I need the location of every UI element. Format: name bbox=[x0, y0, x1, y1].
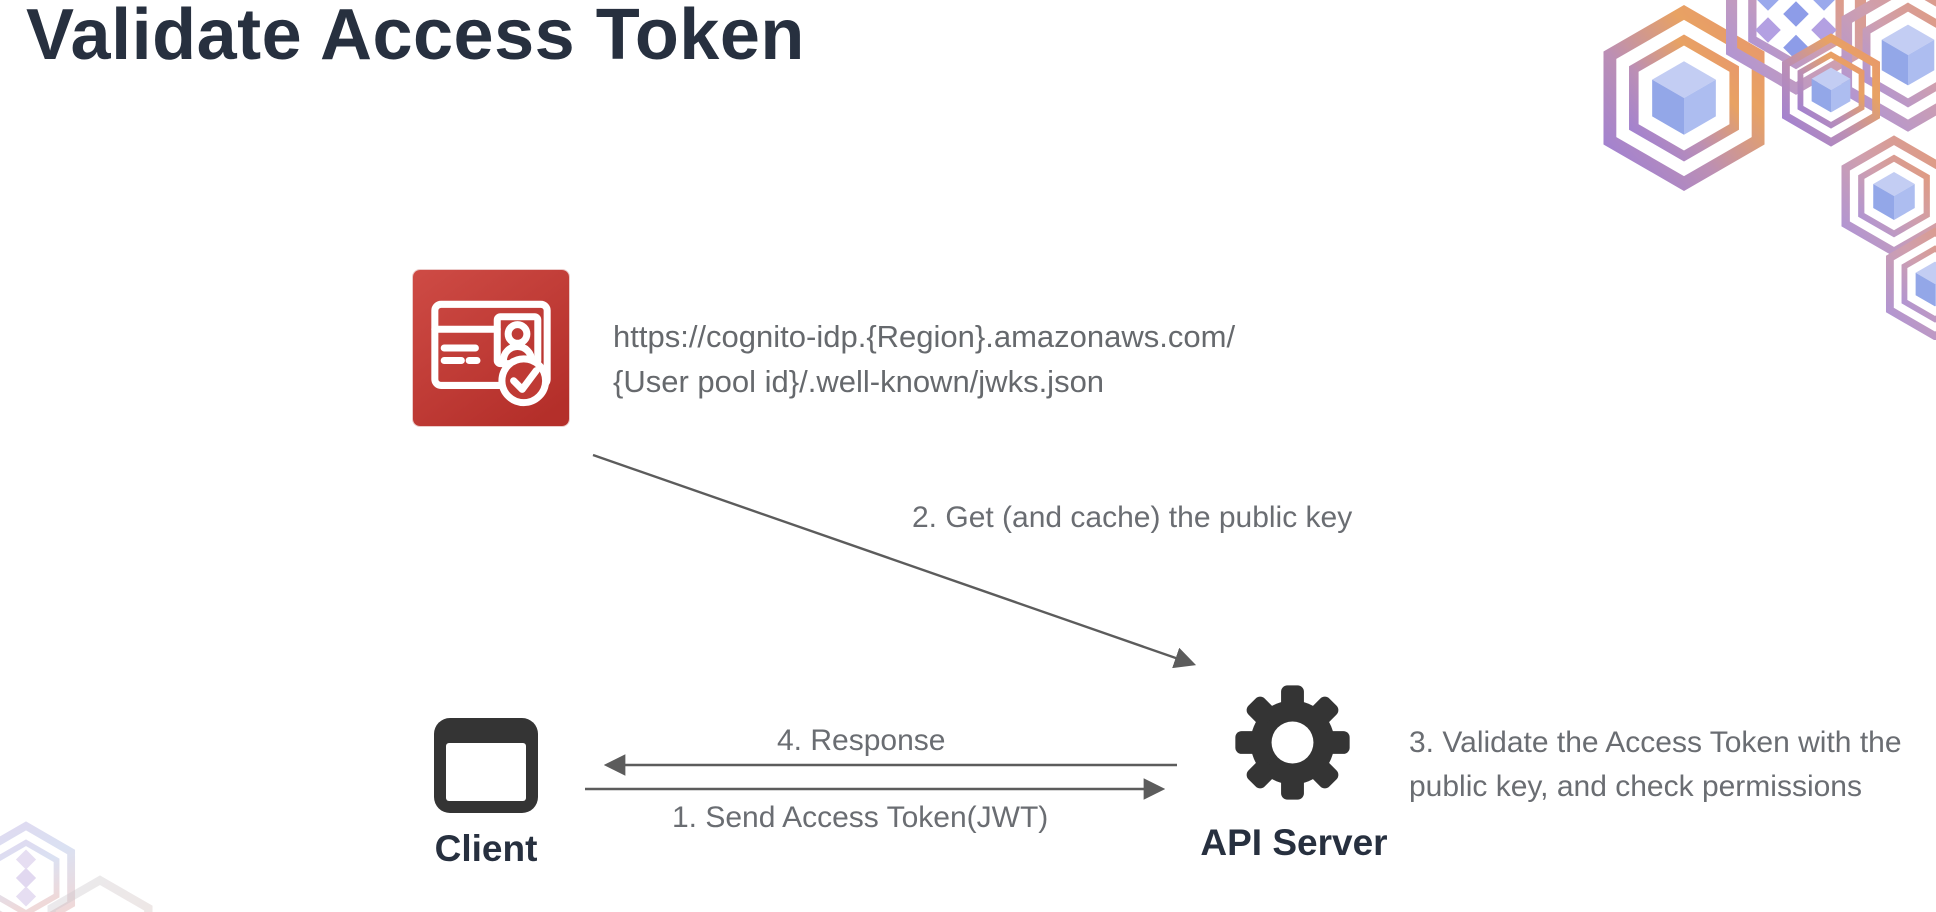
page-title: Validate Access Token bbox=[26, 0, 805, 75]
jwks-url-line2: {User pool id}/.well-known/jwks.json bbox=[613, 364, 1105, 399]
hexagon-decoration-bottom-left bbox=[0, 821, 153, 912]
api-server-label: API Server bbox=[1200, 822, 1388, 863]
client-label: Client bbox=[434, 828, 538, 869]
jwks-url: https://cognito-idp.{Region}.amazonaws.c… bbox=[613, 314, 1235, 404]
step-response-label: 4. Response bbox=[777, 724, 946, 757]
step-validate-line1: 3. Validate the Access Token with the bbox=[1409, 726, 1902, 759]
gear-icon bbox=[1229, 679, 1356, 811]
step-validate-label: 3. Validate the Access Token with the pu… bbox=[1409, 721, 1902, 809]
jwks-url-line1: https://cognito-idp.{Region}.amazonaws.c… bbox=[613, 319, 1236, 354]
step-validate-line2: public key, and check permissions bbox=[1409, 770, 1862, 803]
arrow-get-public-key bbox=[592, 453, 1197, 669]
step-get-public-key-label: 2. Get (and cache) the public key bbox=[912, 501, 1353, 534]
amazon-cognito-icon bbox=[413, 270, 569, 426]
step-send-token-label: 1. Send Access Token(JWT) bbox=[672, 801, 1049, 834]
browser-window-icon bbox=[434, 718, 538, 818]
hexagon-pattern-decoration bbox=[1564, 0, 1936, 340]
